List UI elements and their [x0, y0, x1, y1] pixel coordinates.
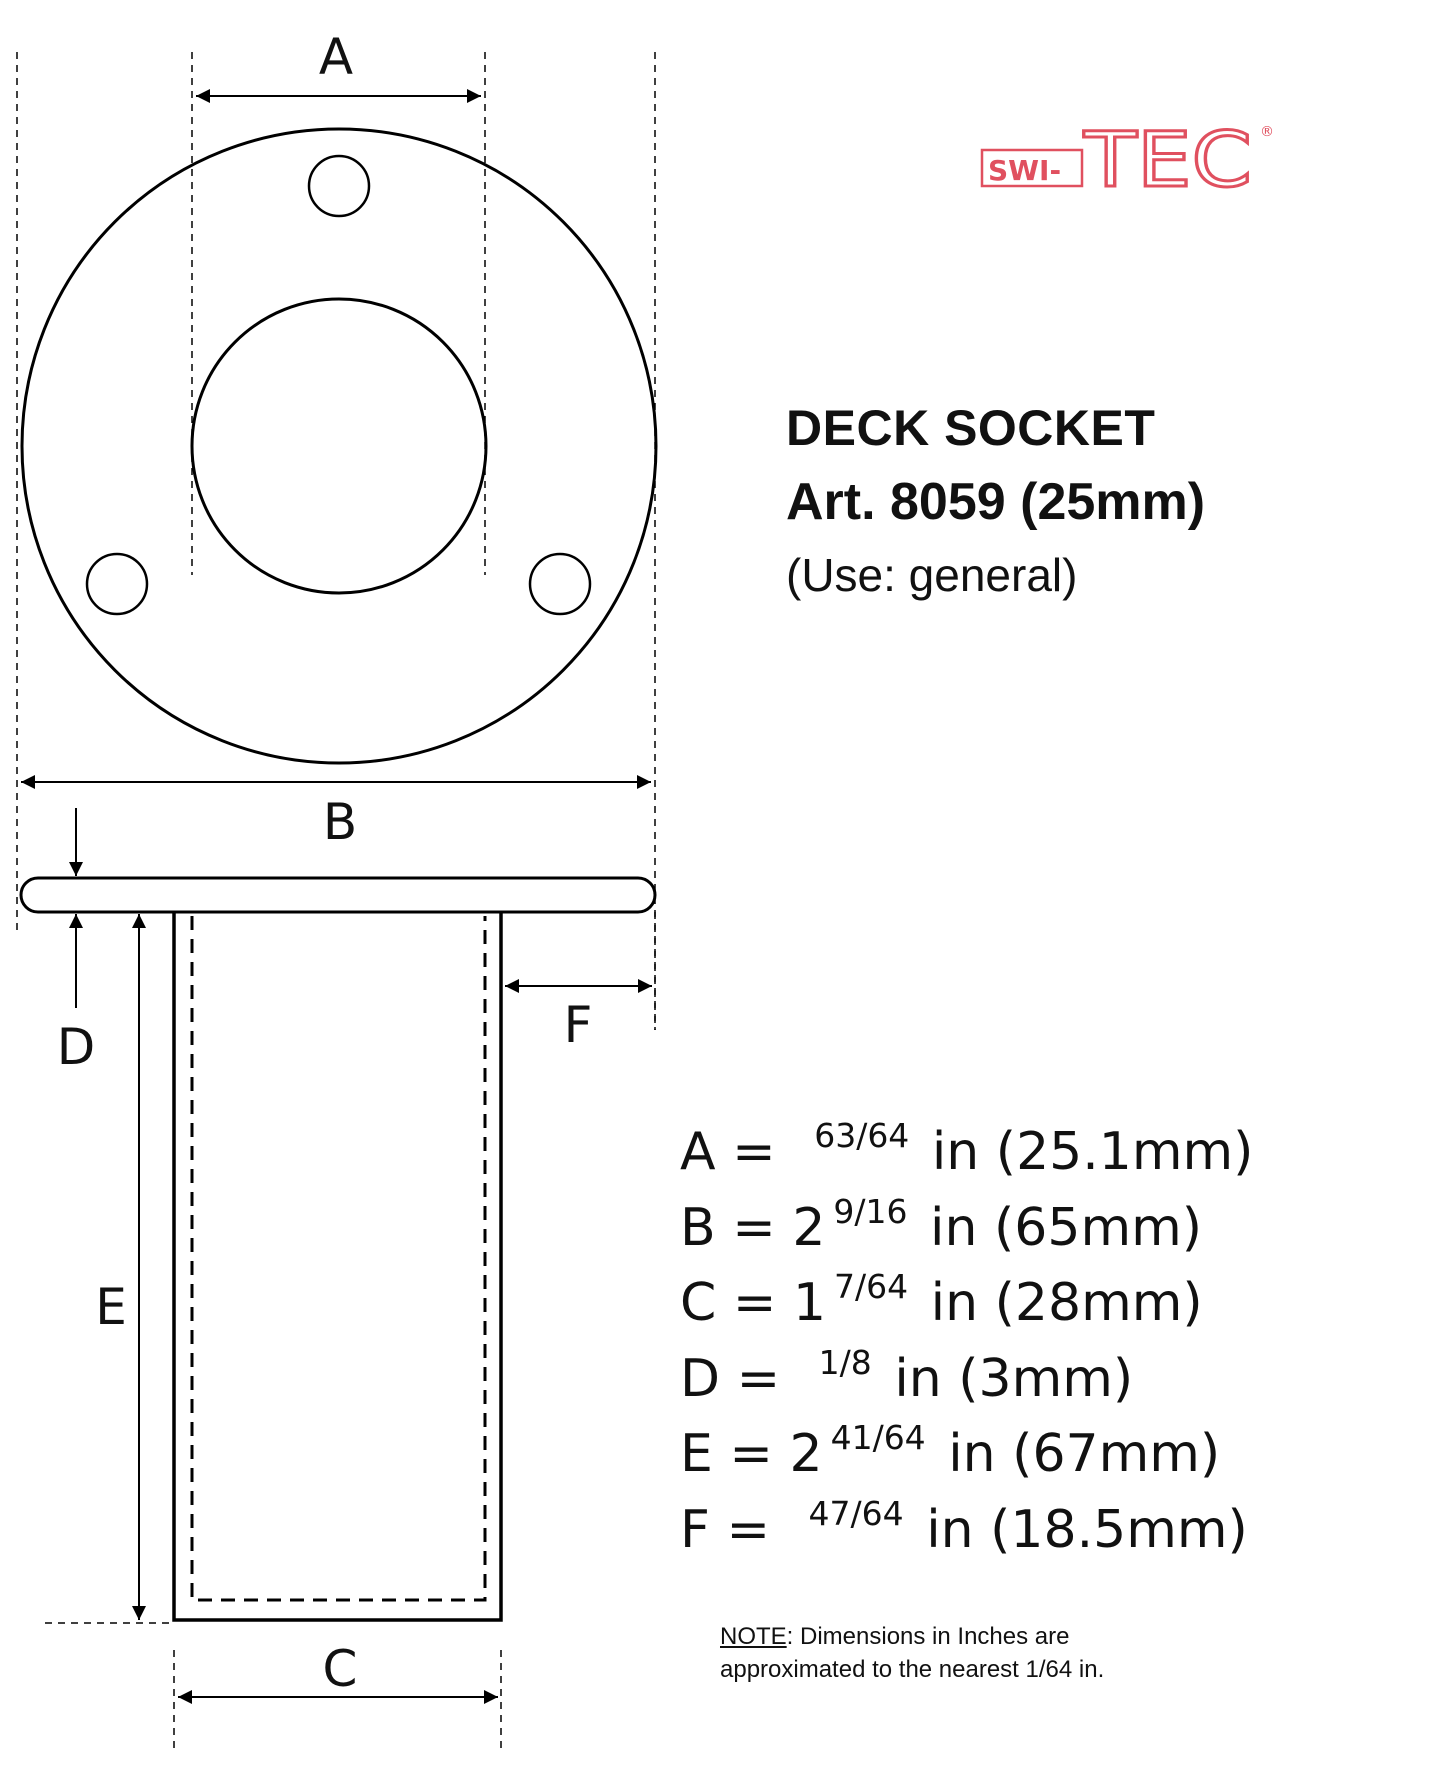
product-use: (Use: general) — [786, 549, 1078, 601]
label-f: F — [563, 996, 593, 1054]
side-view — [19, 876, 657, 1622]
logo-prefix-box — [980, 148, 1084, 188]
swi-tec-logo: SWI- TEC ® — [980, 114, 1280, 206]
product-name: DECK SOCKET — [786, 400, 1156, 456]
note-key: NOTE — [720, 1623, 787, 1650]
top-view — [20, 127, 658, 765]
spec-row-d: D = 1/8 in (3mm) — [680, 1342, 1134, 1409]
logo-prefix-text: SWI- — [988, 154, 1061, 187]
label-a: A — [318, 28, 354, 86]
flange-side — [19, 876, 657, 914]
spec-row-a: A = 63/64 in (25.1mm) — [680, 1116, 1254, 1182]
logo-main-text: TEC — [1083, 118, 1252, 198]
label-c: C — [322, 1640, 358, 1698]
registered-mark: ® — [1260, 124, 1274, 140]
socket-bore-circle — [190, 297, 488, 595]
extension-lines — [16, 52, 656, 1752]
product-title-block: DECK SOCKET Art. 8059 (25mm) (Use: gener… — [786, 392, 1205, 610]
bolt-hole-top — [307, 154, 371, 218]
label-e: E — [95, 1278, 127, 1336]
dimensions-note: NOTE: Dimensions in Inches are approxima… — [720, 1623, 1105, 1683]
flange-outer-circle — [20, 127, 658, 765]
dimension-arrows — [21, 89, 652, 1704]
product-article: Art. 8059 (25mm) — [786, 473, 1206, 531]
bolt-hole-left — [85, 552, 149, 616]
label-d: D — [56, 1018, 96, 1076]
tube-inner-hidden — [190, 916, 487, 1602]
label-b: B — [322, 793, 358, 851]
spec-row-f: F = 47/64 in (18.5mm) — [680, 1493, 1248, 1560]
tube-outer — [172, 912, 503, 1622]
bolt-hole-right — [528, 552, 592, 616]
